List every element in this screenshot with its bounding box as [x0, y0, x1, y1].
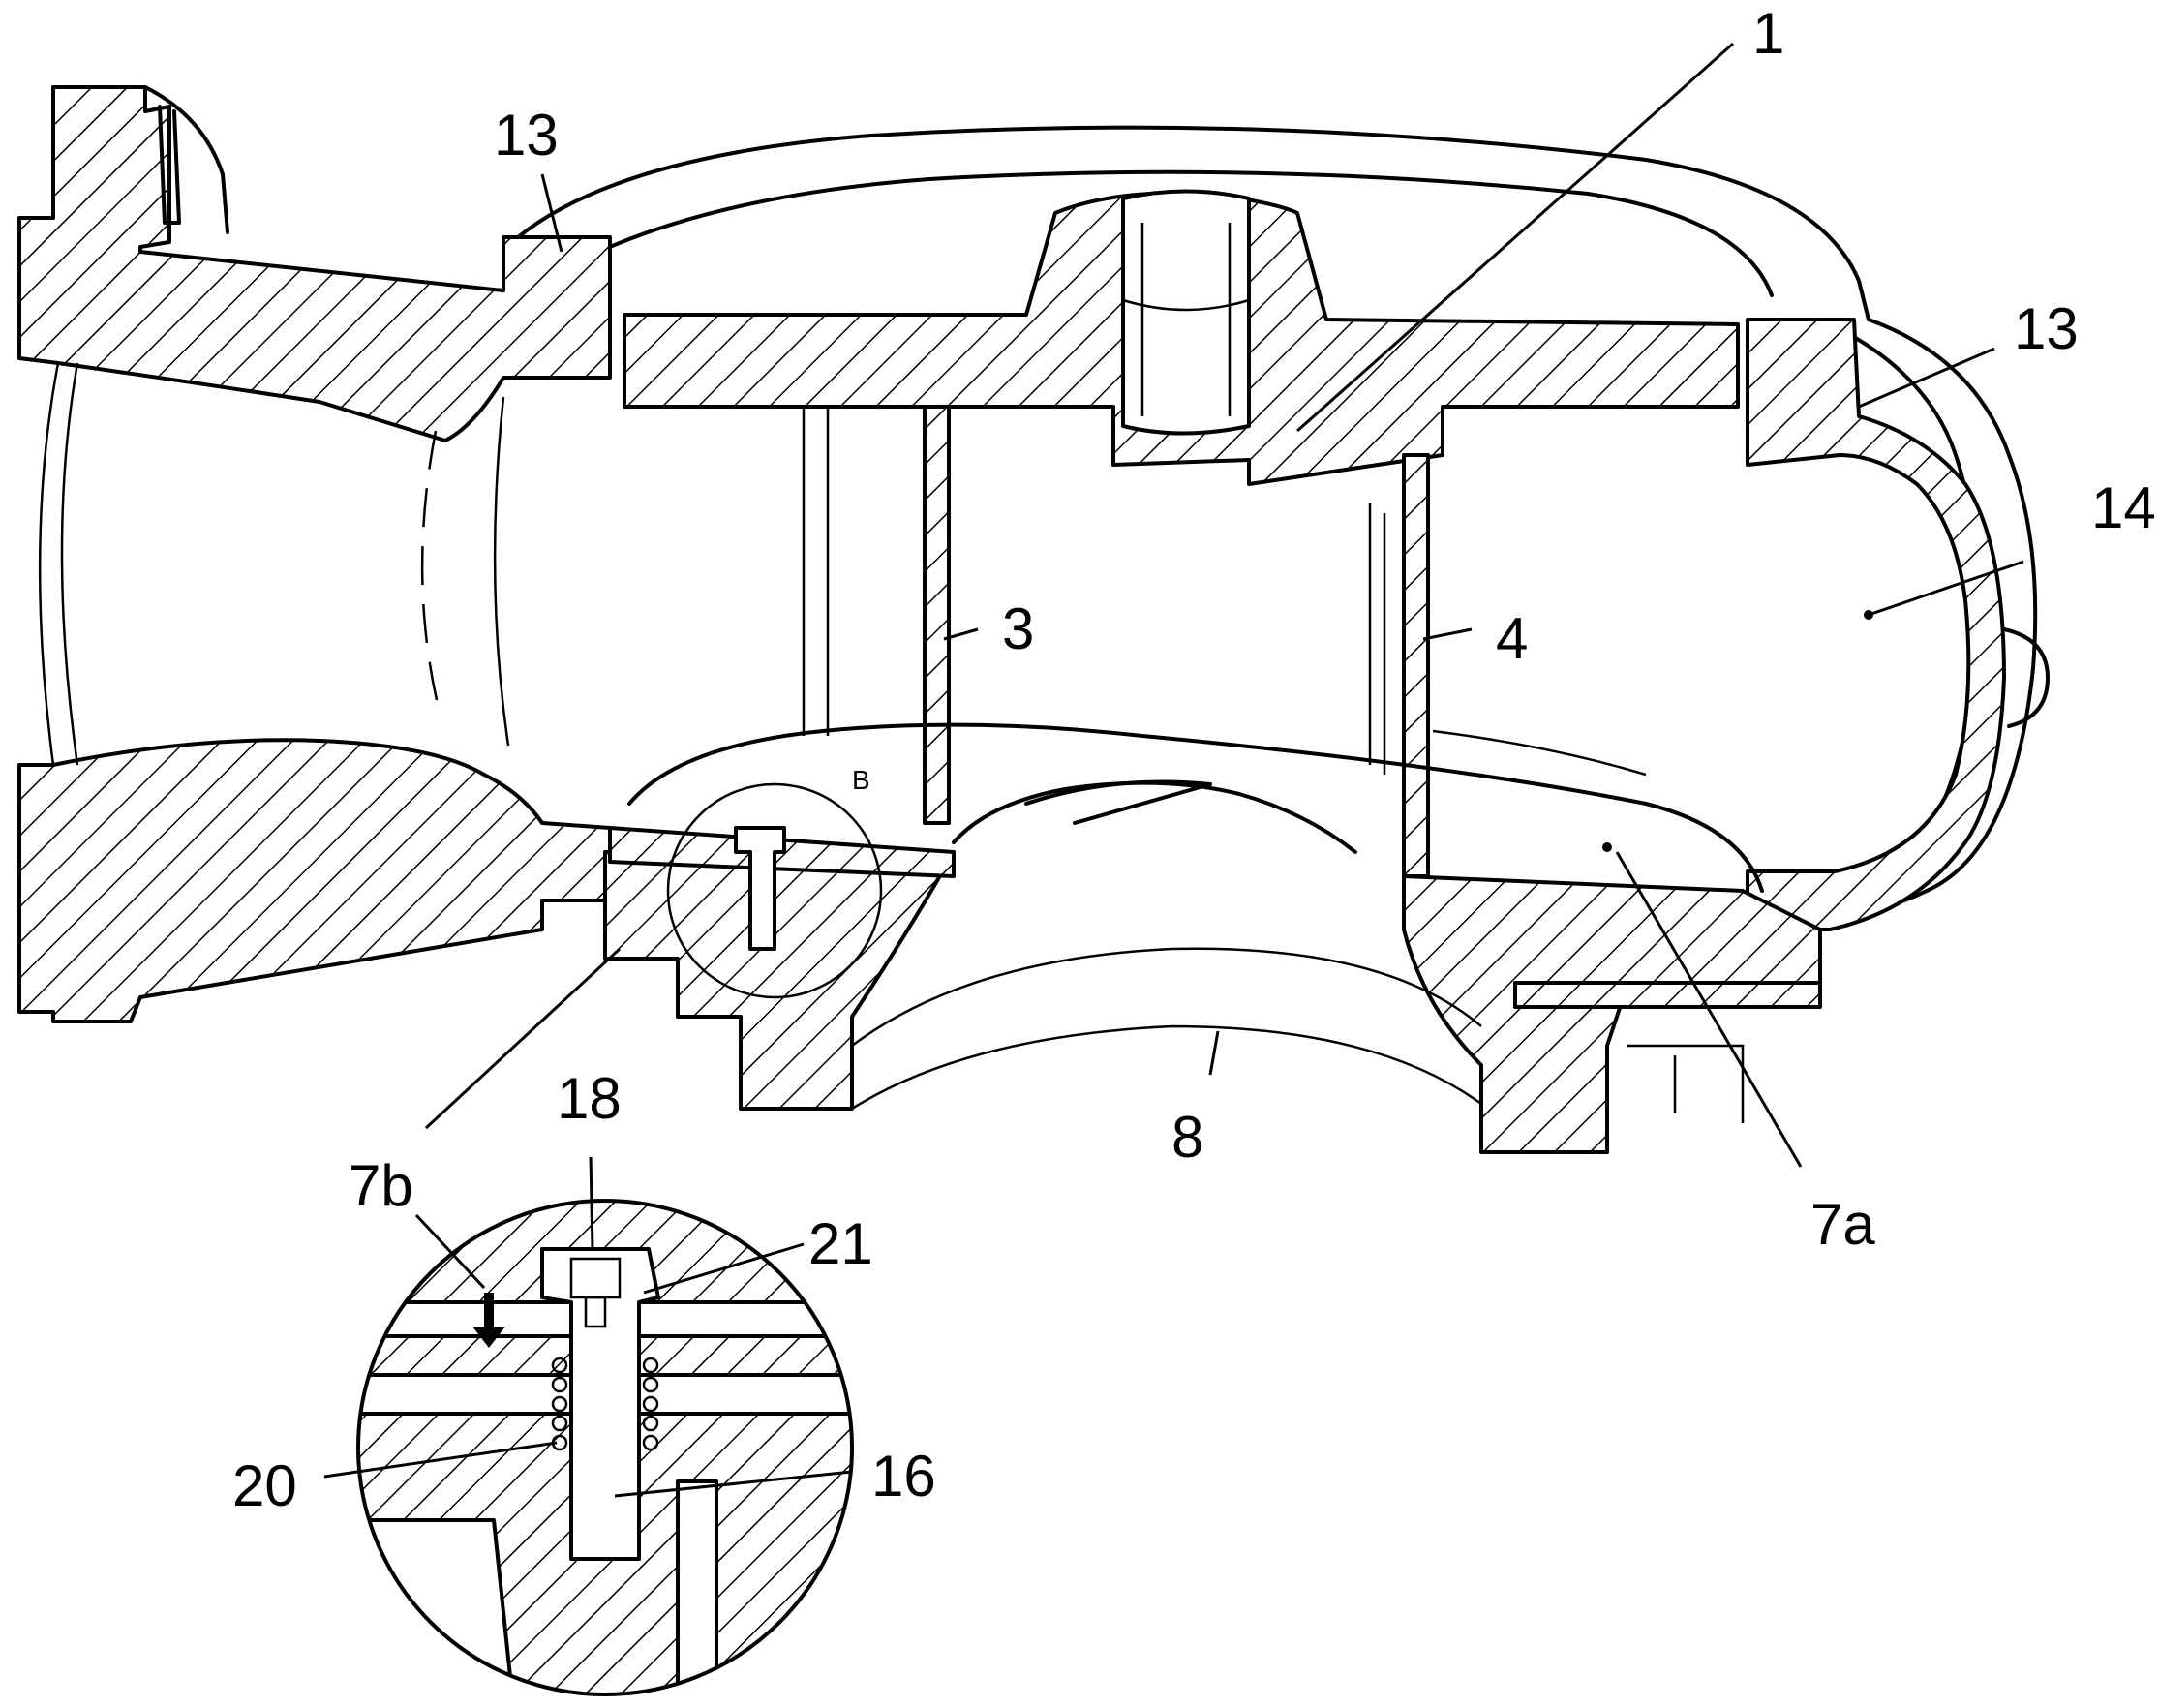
label-7b: 7b [349, 1153, 413, 1218]
label-14: 14 [2091, 475, 2156, 540]
down-arrow-icon [472, 1293, 505, 1348]
label-8: 8 [1171, 1105, 1203, 1170]
label-4: 4 [1496, 606, 1528, 671]
spring-coils [551, 1357, 659, 1451]
impeller-surface [627, 722, 1764, 893]
label-13-right: 13 [2014, 296, 2079, 361]
outlet-section [1746, 318, 2050, 931]
leader-lines [323, 42, 2024, 1498]
label-18: 18 [557, 1066, 622, 1131]
detail-circle [358, 1201, 852, 1694]
detail-circle-outline [356, 1199, 854, 1696]
inlet-flange-section [17, 85, 612, 1023]
label-13-left: 13 [494, 103, 559, 168]
walls-3-4 [802, 405, 1430, 878]
label-20: 20 [232, 1453, 297, 1518]
lower-casing-section [603, 850, 1822, 1154]
cover-plate-section [623, 189, 1740, 486]
label-3: 3 [1002, 596, 1034, 661]
label-1: 1 [1752, 1, 1784, 66]
label-16: 16 [871, 1444, 936, 1509]
label-21: 21 [808, 1211, 873, 1276]
seal-ring-section [608, 782, 956, 999]
label-B: B [852, 765, 870, 795]
label-7a: 7a [1810, 1192, 1875, 1257]
